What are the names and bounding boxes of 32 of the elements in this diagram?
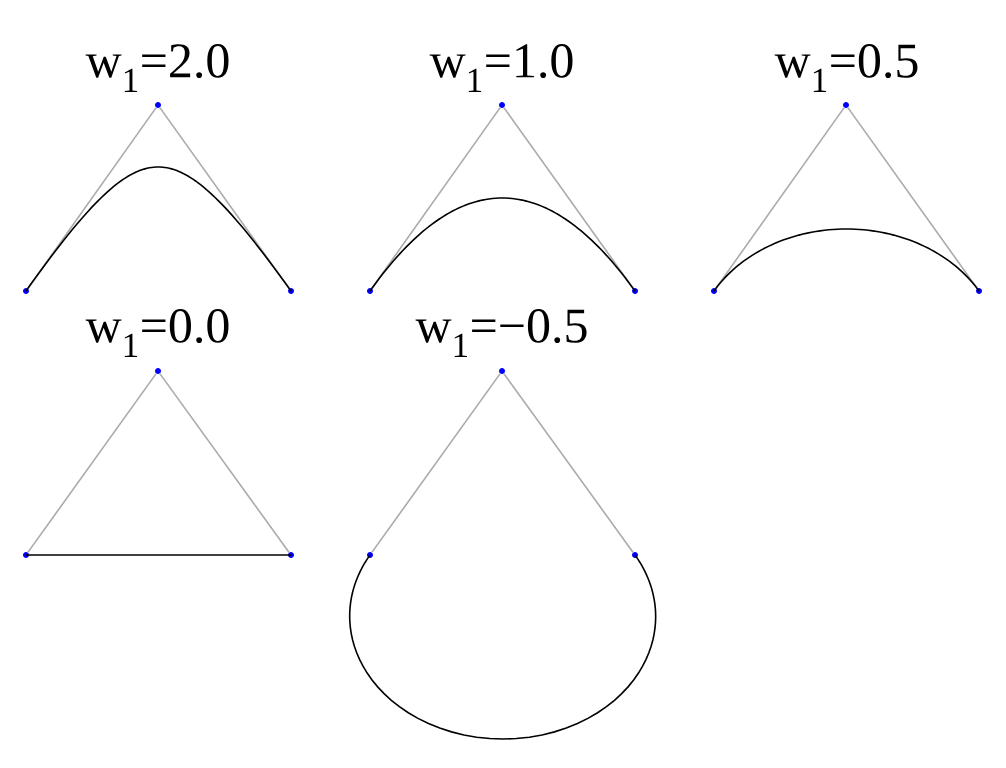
control-point	[499, 102, 505, 108]
control-point	[367, 552, 373, 558]
control-point	[23, 552, 29, 558]
curve	[713, 228, 980, 292]
control-point	[288, 288, 294, 294]
control-line	[371, 106, 501, 290]
curve	[25, 554, 292, 556]
control-point	[632, 552, 638, 558]
curve	[25, 166, 292, 292]
control-point	[632, 288, 638, 294]
control-point	[976, 288, 982, 294]
weight-label: w$_{1}$=0.5	[774, 44, 918, 92]
control-point	[711, 288, 717, 294]
control-point	[843, 102, 849, 108]
control-line	[371, 372, 501, 554]
weight-label: w$_{1}$=−0.5	[415, 309, 587, 357]
curve	[369, 197, 636, 292]
weight-label: w$_{1}$=1.0	[429, 44, 573, 92]
control-line	[503, 372, 634, 554]
control-point	[155, 102, 161, 108]
control-line	[27, 106, 157, 290]
weight-label: w$_{1}$=0.0	[85, 309, 229, 357]
control-line	[27, 372, 157, 554]
weight-label: w$_{1}$=2.0	[85, 44, 229, 92]
control-point	[499, 368, 505, 374]
control-point	[367, 288, 373, 294]
control-point	[288, 552, 294, 558]
control-line	[159, 372, 290, 554]
control-point	[155, 368, 161, 374]
control-line	[715, 106, 845, 290]
curve	[348, 554, 657, 740]
control-point	[23, 288, 29, 294]
